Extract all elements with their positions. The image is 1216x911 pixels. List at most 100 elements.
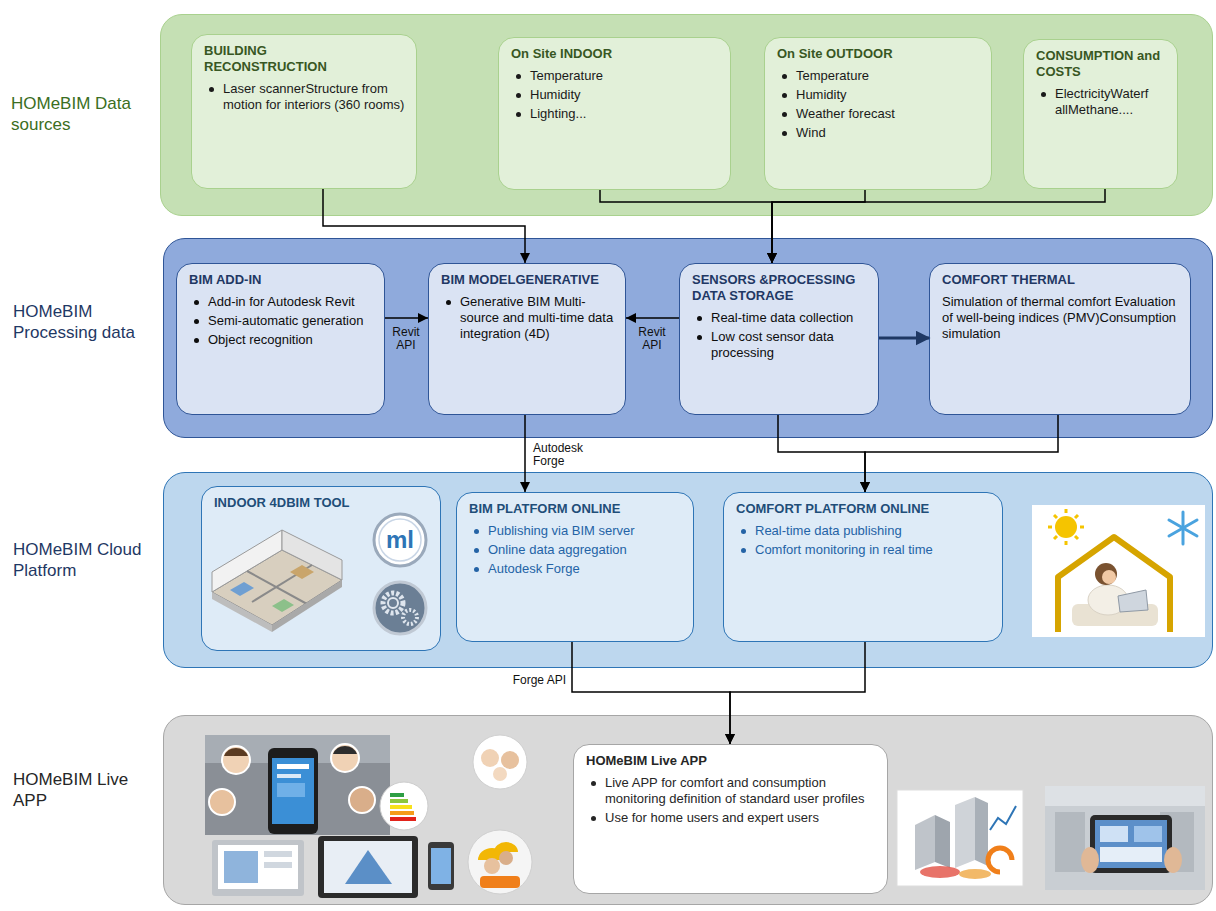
app-collage <box>277 764 309 769</box>
app-collage <box>222 746 250 774</box>
logo-text: ml <box>374 526 426 554</box>
app-collage <box>209 789 235 815</box>
box-content: BUILDING RECONSTRUCTION Laser scannerStru… <box>192 35 416 124</box>
app-collage <box>277 783 305 797</box>
box-heading-row: On Site OUTDOOR <box>777 46 981 62</box>
bullet-dot <box>1041 92 1046 97</box>
bullet-dot <box>446 300 451 305</box>
connector-arrow <box>778 415 865 492</box>
band-heading: HOMeBIM Cloud Platform <box>13 539 153 581</box>
comfort-picture <box>1075 536 1078 539</box>
box-text: Lighting... <box>530 106 720 122</box>
comfort-picture <box>1055 516 1077 538</box>
floor-plan-3d <box>247 571 307 604</box>
floor-plan-3d <box>272 580 342 632</box>
floor-plan-3d <box>212 550 342 625</box>
process-box: SENSORS &PROCESSING DATA STORAGE Real-tim… <box>679 263 879 415</box>
swimlane-band: HOMeBIM Live APP Live APP for comfort and… <box>163 715 1213 905</box>
app-collage <box>324 841 412 893</box>
swimlane-band: INDOOR 4DBIM TOOLBIM PLATFORM ONLINEPubl… <box>163 472 1213 668</box>
tablet-picture <box>1045 786 1205 806</box>
comfort-picture <box>1169 520 1197 536</box>
analysis-picture <box>897 790 1023 886</box>
box-text-row: Semi-automatic generation <box>189 313 374 329</box>
tablet-picture <box>1095 820 1167 868</box>
bullet-dot <box>194 300 199 305</box>
box-text-row: Real-time data collection <box>692 310 868 326</box>
box-heading-row: BIM PLATFORM ONLINE <box>469 501 683 517</box>
box-text-row: Wind <box>777 125 981 141</box>
box-heading: HOMeBIM Live APP <box>586 753 877 769</box>
floor-plan-3d <box>230 582 254 596</box>
comfort-picture <box>1048 526 1052 529</box>
app-collage <box>349 787 375 813</box>
edge-label-holder: Forge API <box>512 674 566 687</box>
floor-plan-3d <box>212 530 342 632</box>
analysis-picture <box>959 869 991 879</box>
bullet-dot <box>782 93 787 98</box>
box-text-row: Online data aggregation <box>469 542 683 558</box>
box-text: Live APP for comfort and consumption mon… <box>605 775 877 807</box>
comfort-picture <box>1075 515 1078 518</box>
box-text-row: Generative BIM Multi-source and multi-ti… <box>441 294 615 342</box>
box-content: On Site OUTDOORTemperatureHumidityWeathe… <box>765 38 991 152</box>
comfort-picture <box>1054 536 1057 539</box>
box-text-row: Low cost sensor data processing <box>692 329 868 361</box>
comfort-picture <box>1088 585 1128 615</box>
app-collage <box>380 782 428 830</box>
process-box: On Site INDOORTemperatureHumidityLightin… <box>498 37 731 190</box>
edge-label: Revit API <box>630 326 674 352</box>
comfort-picture <box>1169 512 1197 544</box>
comfort-picture <box>1048 509 1084 545</box>
tablet-picture <box>1134 826 1162 842</box>
label-holder: ml <box>374 526 426 554</box>
ml-logo <box>374 514 426 566</box>
comfort-picture <box>1072 604 1158 626</box>
floor-plan-3d <box>212 592 272 632</box>
app-collage <box>480 876 520 888</box>
comfort-picture <box>1169 520 1197 536</box>
analysis-picture <box>955 797 975 868</box>
box-text: Humidity <box>530 87 720 103</box>
band-heading: HOMeBIM Data sources <box>11 93 151 135</box>
process-box: CONSUMPTION and COSTSElectricityWaterf a… <box>1023 39 1178 189</box>
box-text: Simulation of thermal comfort Evaluation… <box>942 294 1180 342</box>
app-collage <box>431 848 451 884</box>
connector-arrow <box>865 415 1058 492</box>
bullet-dot <box>697 335 702 340</box>
box-content: BIM PLATFORM ONLINEPublishing via BIM se… <box>457 493 693 588</box>
bullet-dot <box>782 74 787 79</box>
box-heading: CONSUMPTION and COSTS <box>1036 48 1167 80</box>
box-text-row: Lighting... <box>511 106 720 122</box>
bullet-dot <box>516 112 521 117</box>
bullet-dot <box>591 781 596 786</box>
app-collage <box>478 848 506 860</box>
gear-logo <box>383 593 403 613</box>
tablet-picture <box>1081 847 1099 873</box>
box-heading-row: SENSORS &PROCESSING DATA STORAGE <box>692 272 868 304</box>
box-content: CONSUMPTION and COSTSElectricityWaterf a… <box>1024 40 1177 129</box>
box-text-row: Weather forecast <box>777 106 981 122</box>
edge-label-holder: Revit API <box>630 326 674 352</box>
app-collage <box>264 862 292 868</box>
app-collage <box>268 748 318 834</box>
tablet-picture <box>1100 826 1128 842</box>
box-text: Autodesk Forge <box>488 561 683 577</box>
box-text: Semi-automatic generation <box>208 313 374 329</box>
box-heading-row: BUILDING RECONSTRUCTION <box>204 43 406 75</box>
app-collage <box>264 851 292 857</box>
box-text: Laser scannerStructure from motion for i… <box>223 81 406 113</box>
connector-arrow <box>572 642 730 744</box>
app-collage <box>390 811 414 815</box>
analysis-picture <box>988 848 1012 872</box>
box-heading-row: CONSUMPTION and COSTS <box>1036 48 1167 80</box>
tablet-picture <box>1160 812 1194 872</box>
edge-label-holder: Revit API <box>385 326 427 352</box>
analysis-picture <box>935 815 950 868</box>
band-heading-holder: HOMeBIM Data sources <box>11 93 151 135</box>
box-text-row: Live APP for comfort and consumption mon… <box>586 775 877 807</box>
app-collage <box>212 840 304 896</box>
connector-arrow <box>879 337 929 340</box>
